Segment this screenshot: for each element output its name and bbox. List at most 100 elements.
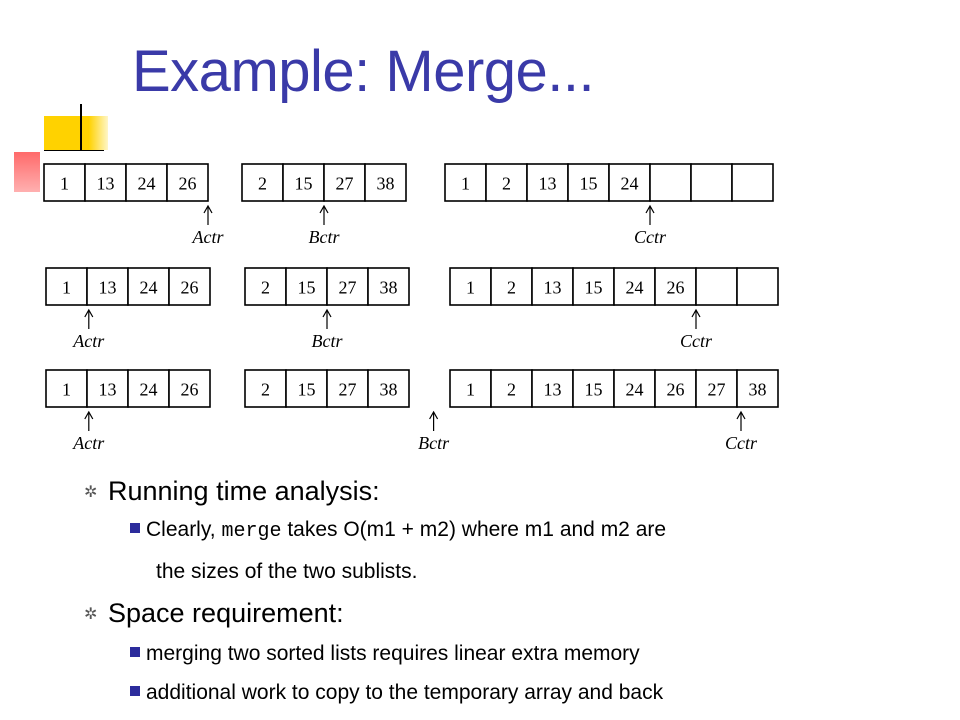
pointer-cctr: Cctr [634, 204, 667, 247]
array-cell [285, 267, 328, 306]
array-cell [367, 267, 410, 306]
cell-value: 38 [377, 174, 395, 194]
pointer-actr: Actr [192, 204, 225, 247]
array-cell [695, 369, 738, 408]
decor-horizontal-line [44, 150, 104, 151]
array-cell [449, 369, 492, 408]
cell-value: 27 [339, 278, 357, 298]
array-cell [736, 369, 779, 408]
array-cell [490, 369, 533, 408]
pointer-actr: Actr [72, 410, 105, 453]
array-cell [531, 369, 574, 408]
cell-value: 26 [179, 174, 197, 194]
cell-value: 38 [749, 380, 767, 400]
array-cell [572, 369, 615, 408]
cell-value: 2 [258, 174, 267, 194]
array-cell [449, 267, 492, 306]
array-cell [654, 369, 697, 408]
array-cell [168, 369, 211, 408]
pointer-label: Cctr [725, 433, 758, 453]
cell-value: 1 [466, 380, 475, 400]
pointer-label: Bctr [312, 331, 344, 351]
array-cell [244, 369, 287, 408]
cell-value: 1 [62, 278, 71, 298]
cell-value: 15 [298, 278, 316, 298]
space-heading: Space requirement: [108, 598, 344, 628]
array-cell [444, 163, 487, 202]
cell-value: 15 [580, 174, 598, 194]
array-cell [736, 267, 779, 306]
square-bullet-icon [130, 523, 140, 534]
cell-value: 13 [544, 380, 562, 400]
pointer-actr: Actr [72, 308, 105, 351]
sub-bullet-copy: additional work to copy to the temporary… [130, 681, 663, 705]
arrow-head-icon [645, 204, 655, 214]
array-cell [490, 267, 533, 306]
array-cell [613, 267, 656, 306]
pointer-cctr: Cctr [725, 410, 758, 453]
pointer-label: Actr [72, 331, 105, 351]
star-bullet-icon: ✲ [84, 484, 98, 501]
array-cell [567, 163, 610, 202]
array-cell [326, 267, 369, 306]
star-bullet-icon: ✲ [84, 606, 98, 623]
cell-value: 2 [507, 380, 516, 400]
pointer-label: Bctr [309, 227, 341, 247]
array-cell [166, 163, 209, 202]
array-cell [526, 163, 569, 202]
decor-red-block [14, 152, 40, 192]
cell-value: 15 [585, 278, 603, 298]
cell-value: 24 [626, 380, 644, 400]
cell-value: 15 [298, 380, 316, 400]
arrow-head-icon [84, 410, 94, 420]
array-cell [282, 163, 325, 202]
row1-a-array: 1 13 24 26 [43, 163, 209, 202]
array-cell [613, 369, 656, 408]
array-cell [572, 267, 615, 306]
array-cell [127, 369, 170, 408]
pointer-label: Actr [72, 433, 105, 453]
arrow-head-icon [429, 410, 439, 420]
cell-value: 13 [97, 174, 115, 194]
cell-value: 24 [138, 174, 156, 194]
cell-value: 2 [261, 278, 270, 298]
array-cell [43, 163, 86, 202]
cell-value: 27 [336, 174, 354, 194]
array-cell [695, 267, 738, 306]
array-cell [608, 163, 651, 202]
cell-value: 2 [502, 174, 511, 194]
pointer-label: Actr [192, 227, 225, 247]
cell-value: 24 [140, 278, 158, 298]
pointer-bctr: Bctr [418, 410, 450, 453]
array-cell [45, 267, 88, 306]
pointer-bctr: Bctr [309, 204, 341, 247]
array-cell [649, 163, 692, 202]
code-merge: merge [221, 520, 282, 543]
array-cell [127, 267, 170, 306]
cell-value: 13 [544, 278, 562, 298]
cell-value: 24 [626, 278, 644, 298]
bullet-space-requirement: ✲ Space requirement: [84, 598, 344, 629]
array-cell [367, 369, 410, 408]
array-cell [45, 369, 88, 408]
arrow-head-icon [203, 204, 213, 214]
array-cell [364, 163, 407, 202]
array-cell [241, 163, 284, 202]
cell-value: 27 [339, 380, 357, 400]
cell-value: 1 [60, 174, 69, 194]
cell-value: 26 [667, 380, 685, 400]
pointer-label: Bctr [418, 433, 450, 453]
cell-value: 1 [466, 278, 475, 298]
arrow-head-icon [736, 410, 746, 420]
running-time-heading: Running time analysis: [108, 476, 380, 506]
cell-value: 13 [99, 278, 117, 298]
pointer-label: Cctr [634, 227, 667, 247]
arrow-head-icon [84, 308, 94, 318]
